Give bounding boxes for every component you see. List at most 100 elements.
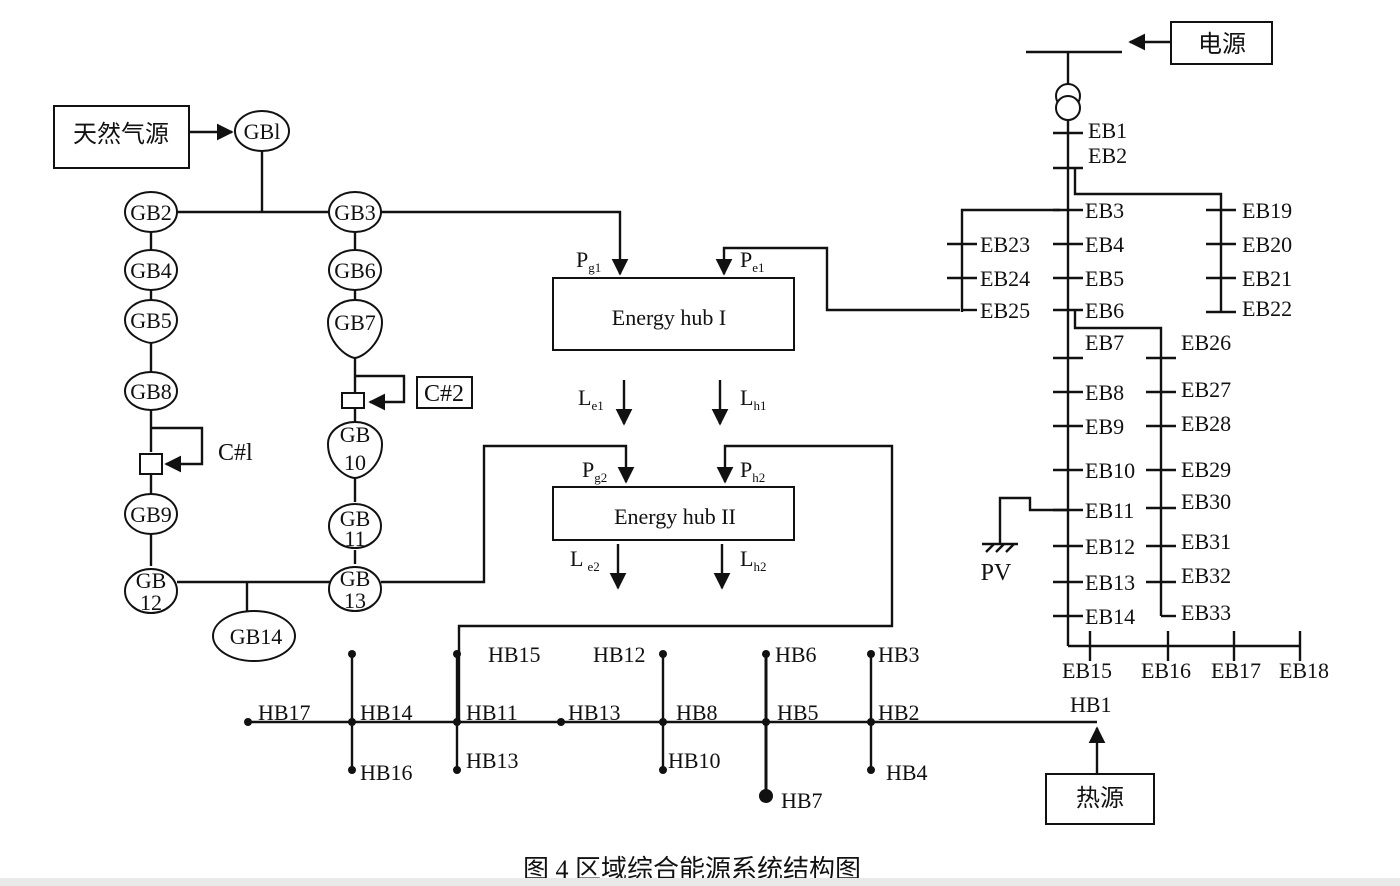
bus-eb13-label: EB13 <box>1085 570 1135 595</box>
gas-node-gb5-label: GB5 <box>130 308 172 333</box>
energy-hub-1-box <box>552 277 795 351</box>
label-le1: Le1 <box>578 385 604 413</box>
branch-eb26-eb33 <box>1073 310 1163 616</box>
bus-eb9-label: EB9 <box>1085 414 1124 439</box>
bus-eb3-label: EB3 <box>1085 198 1124 223</box>
heat-node-hb13 <box>557 718 565 726</box>
pipe-gb3-hub1 <box>381 210 629 276</box>
bus-eb6-label: EB6 <box>1085 298 1124 323</box>
heat-node-hb6-label: HB6 <box>775 642 817 667</box>
gas-node-gb14 <box>212 610 296 662</box>
heat-node-hb4 <box>867 766 875 774</box>
bus-eb29-label: EB29 <box>1181 457 1231 482</box>
bus-eb5-label: EB5 <box>1085 266 1124 291</box>
heat-node-hb14-top <box>348 650 356 658</box>
gas-node-gb1-label: GBl <box>244 119 281 144</box>
heat-node-hb8-label: HB8 <box>676 700 718 725</box>
compressor-1-icon <box>139 453 163 475</box>
heat-node-hb14-label: HB14 <box>360 700 413 725</box>
gas-node-gb11-label-1: GB <box>340 506 371 531</box>
heat-node-hb13-label: HB13 <box>568 700 621 725</box>
compressor-2-label: C#2 <box>424 381 464 407</box>
gas-node-gb9-label: GB9 <box>130 502 172 527</box>
branch-eb23-eb25 <box>960 208 1060 312</box>
compressor-2-icon <box>341 392 365 409</box>
gas-node-gb1 <box>234 110 290 152</box>
pipe-gb13-hub2 <box>381 444 635 584</box>
pv-ground-hatch-3 <box>1005 543 1015 553</box>
gas-node-gb8-label: GB8 <box>130 379 172 404</box>
gas-node-gb12-label-2: 12 <box>140 590 162 615</box>
bus-eb26-label: EB26 <box>1181 330 1231 355</box>
gas-node-gb7-label: GB7 <box>334 310 376 335</box>
heat-node-hb8 <box>659 718 667 726</box>
bus-eb21-label: EB21 <box>1242 266 1292 291</box>
gas-node-gb4 <box>124 249 178 291</box>
power-source-box <box>1170 21 1273 65</box>
heat-node-hb5 <box>762 718 770 726</box>
gas-node-gb2-label: GB2 <box>130 200 172 225</box>
gas-node-gb5 <box>123 299 179 345</box>
pv-ground-hatch-1 <box>985 543 995 553</box>
line-heat-hub2 <box>457 444 894 722</box>
heat-node-hb7 <box>759 789 773 803</box>
heat-node-hb10 <box>659 766 667 774</box>
heat-node-hb5-label: HB5 <box>777 700 819 725</box>
bus-eb2-label: EB2 <box>1088 143 1127 168</box>
pv-ground-hatch-2 <box>995 543 1005 553</box>
gas-node-gb12 <box>124 568 178 614</box>
energy-hub-2-box <box>552 486 795 541</box>
pv-label: PV <box>981 560 1012 586</box>
label-ph2: Ph2 <box>740 457 765 485</box>
heat-node-hb13-lower <box>453 766 461 774</box>
bus-eb20-label: EB20 <box>1242 232 1292 257</box>
bus-eb7-label: EB7 <box>1085 330 1124 355</box>
heat-node-hb3 <box>867 650 875 658</box>
heat-node-hb11 <box>453 718 461 726</box>
bus-eb14-label: EB14 <box>1085 604 1135 629</box>
branch-eb19-eb22 <box>1073 168 1223 312</box>
compressor-1-loop <box>151 426 204 473</box>
heat-node-hb7-label: HB7 <box>781 788 823 813</box>
heat-node-hb2-label: HB2 <box>878 700 920 725</box>
bus-eb25-label: EB25 <box>980 298 1030 323</box>
transformer-coil-2 <box>1055 95 1081 121</box>
gas-node-gb2 <box>124 191 178 233</box>
gas-source-box <box>53 105 190 169</box>
gas-node-gb6 <box>328 249 382 291</box>
energy-hubs: Energy hub I Energy hub II Pg1 Pe1 Le1 L… <box>457 246 960 722</box>
gas-source-label: 天然气源 <box>73 121 169 148</box>
gas-node-gb13-label-2: 13 <box>344 588 366 613</box>
heat-node-hb6 <box>762 650 770 658</box>
gas-node-gb10-label-2: 10 <box>344 450 366 475</box>
gas-node-gb4-label: GB4 <box>130 258 172 283</box>
compressor-2-loop <box>355 374 406 411</box>
bus-eb32-label: EB32 <box>1181 563 1231 588</box>
bus-eb11-label: EB11 <box>1085 498 1134 523</box>
gas-node-gb10-label-1: GB <box>340 422 371 447</box>
bus-eb19-label: EB19 <box>1242 198 1292 223</box>
gas-node-gb3 <box>328 191 382 233</box>
gas-node-gb7 <box>326 299 384 360</box>
heat-node-hb17 <box>244 718 252 726</box>
line-eb25-hub1 <box>715 246 960 312</box>
heat-node-hb1-label: HB1 <box>1070 692 1112 717</box>
heat-node-hb14 <box>348 718 356 726</box>
label-pg2: Pg2 <box>582 457 607 485</box>
label-lh2: Lh2 <box>740 546 766 574</box>
bus-eb10-label: EB10 <box>1085 458 1135 483</box>
bus-eb27-label: EB27 <box>1181 377 1231 402</box>
bus-eb17-label: EB17 <box>1211 658 1261 683</box>
heat-node-hb2 <box>867 718 875 726</box>
heat-node-hb4-label: HB4 <box>886 760 928 785</box>
heat-node-hb11-label: HB11 <box>466 700 518 725</box>
gas-node-gb13-label-1: GB <box>340 566 371 591</box>
gas-node-gb8 <box>124 371 178 411</box>
label-lh1: Lh1 <box>740 385 766 413</box>
gas-node-gb14-label: GB14 <box>230 624 283 649</box>
bus-eb24-label: EB24 <box>980 266 1030 291</box>
heat-node-hb16 <box>348 766 356 774</box>
bus-eb15-label: EB15 <box>1062 658 1112 683</box>
